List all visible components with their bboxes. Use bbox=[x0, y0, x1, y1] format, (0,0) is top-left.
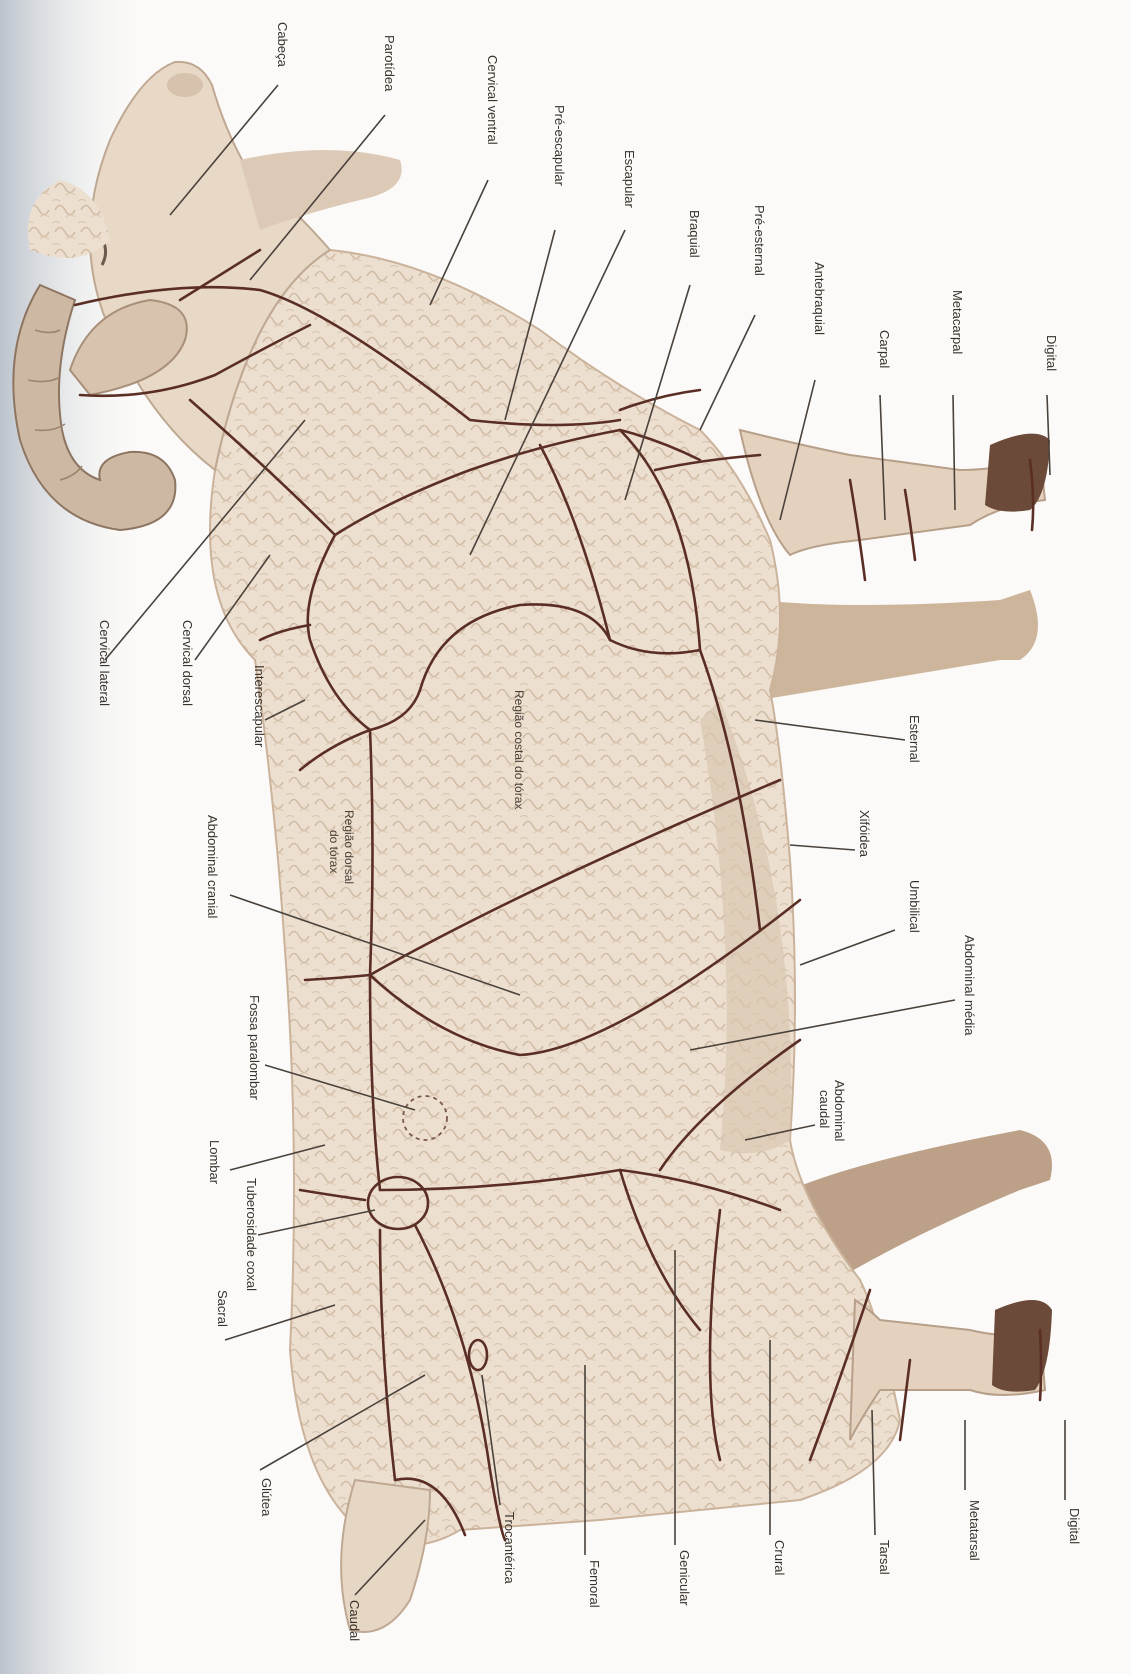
label-cervical-ventral: Cervical ventral bbox=[485, 55, 500, 145]
label-digital-fore: Digital bbox=[1044, 335, 1059, 371]
label-abdominal-cranial: Abdominal cranial bbox=[205, 815, 220, 918]
label-trocanterica: Trocantérica bbox=[502, 1512, 517, 1585]
label-umbilical: Umbilical bbox=[907, 880, 922, 933]
leader-pre-esternal bbox=[700, 315, 755, 430]
label-sacral: Sacral bbox=[215, 1290, 230, 1327]
leader-umbilical bbox=[800, 930, 895, 965]
label-digital-hind: Digital bbox=[1067, 1508, 1082, 1544]
label-lombar: Lombar bbox=[207, 1140, 222, 1185]
label-carpal: Carpal bbox=[877, 330, 892, 368]
label-regiao-dorsal-1: Região dorsal bbox=[342, 810, 356, 884]
label-tarsal: Tarsal bbox=[877, 1540, 892, 1575]
label-pre-escapular: Pré-escapular bbox=[552, 105, 567, 187]
label-pre-esternal: Pré-esternal bbox=[752, 205, 767, 276]
label-esternal: Esternal bbox=[907, 715, 922, 763]
label-cabeca: Cabeça bbox=[275, 22, 290, 68]
label-cervical-lateral: Cervical lateral bbox=[97, 620, 112, 706]
label-tuberosidade-coxal: Tuberosidade coxal bbox=[244, 1178, 259, 1291]
label-genicular: Genicular bbox=[677, 1550, 692, 1606]
label-braquial: Braquial bbox=[687, 210, 702, 258]
throat-fleece bbox=[240, 150, 402, 230]
nose bbox=[167, 73, 203, 97]
label-parotidea: Parotídea bbox=[382, 35, 397, 92]
far-foreleg bbox=[760, 590, 1038, 700]
label-metatarsal: Metatarsal bbox=[967, 1500, 982, 1561]
label-xifoidea: Xifóidea bbox=[857, 810, 872, 858]
label-crural: Crural bbox=[772, 1540, 787, 1576]
label-fossa-paralombar: Fossa paralombar bbox=[247, 995, 262, 1100]
label-abdominal-caudal-1: Abdominal bbox=[832, 1080, 847, 1142]
label-glutea: Glútea bbox=[259, 1478, 274, 1517]
label-abdominal-caudal-2: caudal bbox=[817, 1090, 832, 1128]
leader-xifoidea bbox=[790, 845, 855, 850]
boundary-digital-hind bbox=[1040, 1330, 1041, 1400]
label-metacarpal: Metacarpal bbox=[950, 290, 965, 354]
label-escapular: Escapular bbox=[622, 150, 637, 208]
label-cervical-dorsal: Cervical dorsal bbox=[180, 620, 195, 706]
sheep-illustration bbox=[13, 62, 1052, 1632]
label-femoral: Femoral bbox=[587, 1560, 602, 1608]
label-interescapular: Interescapular bbox=[252, 665, 267, 748]
label-caudal: Caudal bbox=[347, 1600, 362, 1641]
label-antebraquial: Antebraquial bbox=[812, 262, 827, 335]
label-regiao-costal: Região costal do tórax bbox=[512, 690, 526, 809]
label-abdominal-media: Abdominal média bbox=[962, 935, 977, 1036]
label-regiao-dorsal-2: do tórax bbox=[327, 830, 341, 873]
